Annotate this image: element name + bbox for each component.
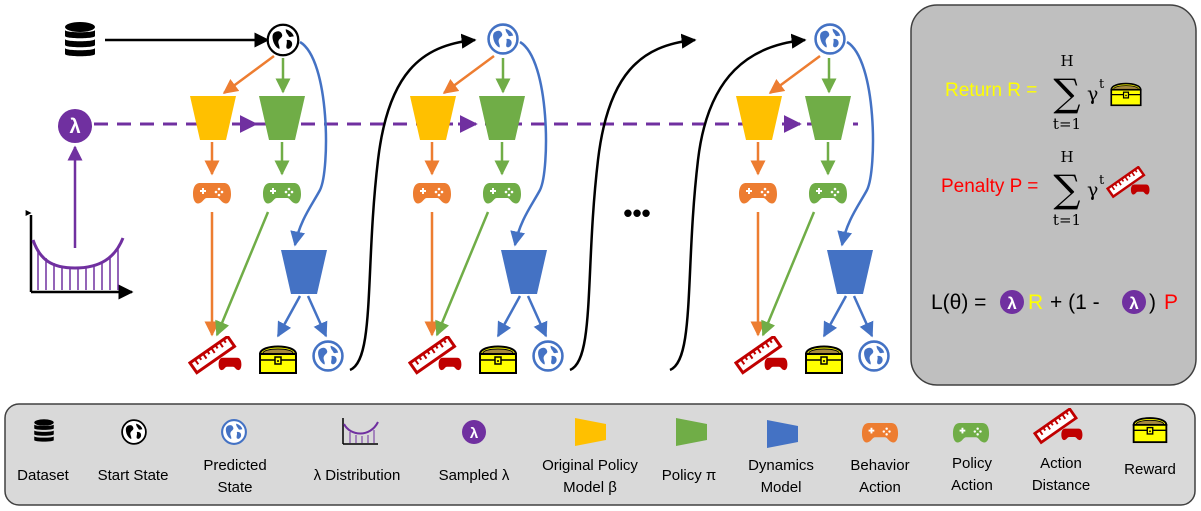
power: t xyxy=(1099,77,1105,92)
predicted-state-globe-icon xyxy=(312,340,344,372)
policy-action-gamepad-icon xyxy=(809,183,847,204)
legend-policy-icon xyxy=(676,418,707,446)
policy-trapezoid xyxy=(479,96,525,140)
loss-prefix: L(θ) = xyxy=(931,291,986,314)
reward-chest-icon xyxy=(1110,82,1142,107)
loss-formula: L(θ) = λ R + (1 - λ ) P xyxy=(931,290,1178,314)
legend-label-policy-action-2: Action xyxy=(951,477,993,494)
original-policy-trapezoid xyxy=(190,96,236,140)
penalty-formula: Penalty P = H ∑ t=1 γ t xyxy=(941,148,1150,229)
predicted-state-globe-icon xyxy=(487,23,519,55)
legend-labels: Dataset Start State Predicted State λ Di… xyxy=(17,455,1176,496)
legend-label-original-policy-2: Model β xyxy=(563,479,617,496)
transition-arrow-3 xyxy=(669,33,807,372)
predicted-state-globe-icon xyxy=(858,340,890,372)
predicted-state-globe-icon xyxy=(532,340,564,372)
sum-lower: t=1 xyxy=(1053,115,1081,133)
legend-label-original-policy-1: Original Policy xyxy=(542,457,638,474)
step-1 xyxy=(188,40,344,375)
legend-label-start-state: Start State xyxy=(98,467,169,484)
legend-original-policy-icon xyxy=(575,418,606,446)
original-policy-trapezoid xyxy=(736,96,782,140)
legend-label-predicted-state-1: Predicted xyxy=(203,457,266,474)
legend-lambda-distribution-icon xyxy=(342,418,379,445)
loss-R: R xyxy=(1028,291,1043,314)
reward-chest-icon xyxy=(259,345,297,374)
sum-upper: H xyxy=(1060,148,1073,166)
legend-reward-icon xyxy=(1132,417,1168,444)
lambda-symbol: λ xyxy=(1129,294,1139,313)
sampled-lambda-node: λ xyxy=(58,109,92,143)
transition-arrow-2 xyxy=(569,33,697,372)
action-distance-icon xyxy=(408,336,462,375)
lambda-distribution-icon xyxy=(29,215,134,300)
policy-action-gamepad-icon xyxy=(263,183,301,204)
action-distance-icon xyxy=(734,336,788,375)
loss-close: ) xyxy=(1149,291,1156,314)
legend-dynamics-icon xyxy=(767,420,798,448)
reward-chest-icon xyxy=(479,345,517,374)
lambda-circle-icon xyxy=(1000,290,1024,314)
legend-label-predicted-state-2: State xyxy=(217,479,252,496)
legend-label-dynamics-2: Model xyxy=(761,479,802,496)
sum-symbol: ∑ xyxy=(1053,167,1080,211)
sum-upper: H xyxy=(1060,52,1073,70)
start-state-globe-icon xyxy=(266,23,300,57)
legend-label-dataset: Dataset xyxy=(17,467,70,484)
dynamics-trapezoid xyxy=(827,250,873,294)
return-formula: Return R = H ∑ t=1 γ t xyxy=(945,52,1142,133)
legend-start-state-icon xyxy=(121,419,147,445)
penalty-label: Penalty P = xyxy=(941,176,1038,197)
policy-action-gamepad-icon xyxy=(483,183,521,204)
lambda-symbol: λ xyxy=(69,116,80,138)
legend-label-policy-action-1: Policy xyxy=(952,455,993,472)
behavior-action-gamepad-icon xyxy=(413,183,451,204)
legend-label-sampled-lambda: Sampled λ xyxy=(439,467,510,484)
legend-label-reward: Reward xyxy=(1124,461,1176,478)
action-distance-icon xyxy=(188,336,242,375)
predicted-state-globe-icon xyxy=(814,23,846,55)
legend-label-behavior-action-1: Behavior xyxy=(850,457,909,474)
legend-label-policy: Policy π xyxy=(662,467,717,484)
loss-mid: + (1 - xyxy=(1050,291,1100,314)
transition-arrow-1 xyxy=(349,33,477,372)
lambda-circle-icon xyxy=(1122,290,1146,314)
dataset-icon xyxy=(65,22,95,57)
return-label: Return R = xyxy=(945,80,1037,101)
ellipsis: ••• xyxy=(623,198,650,228)
gamma: γ xyxy=(1087,83,1098,105)
sum-lower: t=1 xyxy=(1053,211,1081,229)
legend-sampled-lambda-icon: λ xyxy=(462,420,486,444)
gamma: γ xyxy=(1087,179,1098,201)
sum-symbol: ∑ xyxy=(1053,71,1080,115)
loss-P: P xyxy=(1164,291,1178,314)
legend-label-lambda-distribution: λ Distribution xyxy=(314,467,401,484)
step-2 xyxy=(408,23,564,375)
legend-label-action-distance-2: Distance xyxy=(1032,477,1090,494)
policy-trapezoid xyxy=(259,96,305,140)
dynamics-trapezoid xyxy=(501,250,547,294)
legend-label-dynamics-1: Dynamics xyxy=(748,457,814,474)
policy-trapezoid xyxy=(805,96,851,140)
original-policy-trapezoid xyxy=(410,96,456,140)
step-h xyxy=(734,23,890,375)
legend-label-behavior-action-2: Action xyxy=(859,479,901,496)
reward-chest-icon xyxy=(805,345,843,374)
power: t xyxy=(1099,173,1105,188)
dynamics-trapezoid xyxy=(281,250,327,294)
legend-predicted-state-icon xyxy=(221,419,247,445)
legend-label-action-distance-1: Action xyxy=(1040,455,1082,472)
lambda-symbol: λ xyxy=(1007,294,1017,313)
behavior-action-gamepad-icon xyxy=(193,183,231,204)
lambda-symbol: λ xyxy=(470,425,479,442)
behavior-action-gamepad-icon xyxy=(739,183,777,204)
